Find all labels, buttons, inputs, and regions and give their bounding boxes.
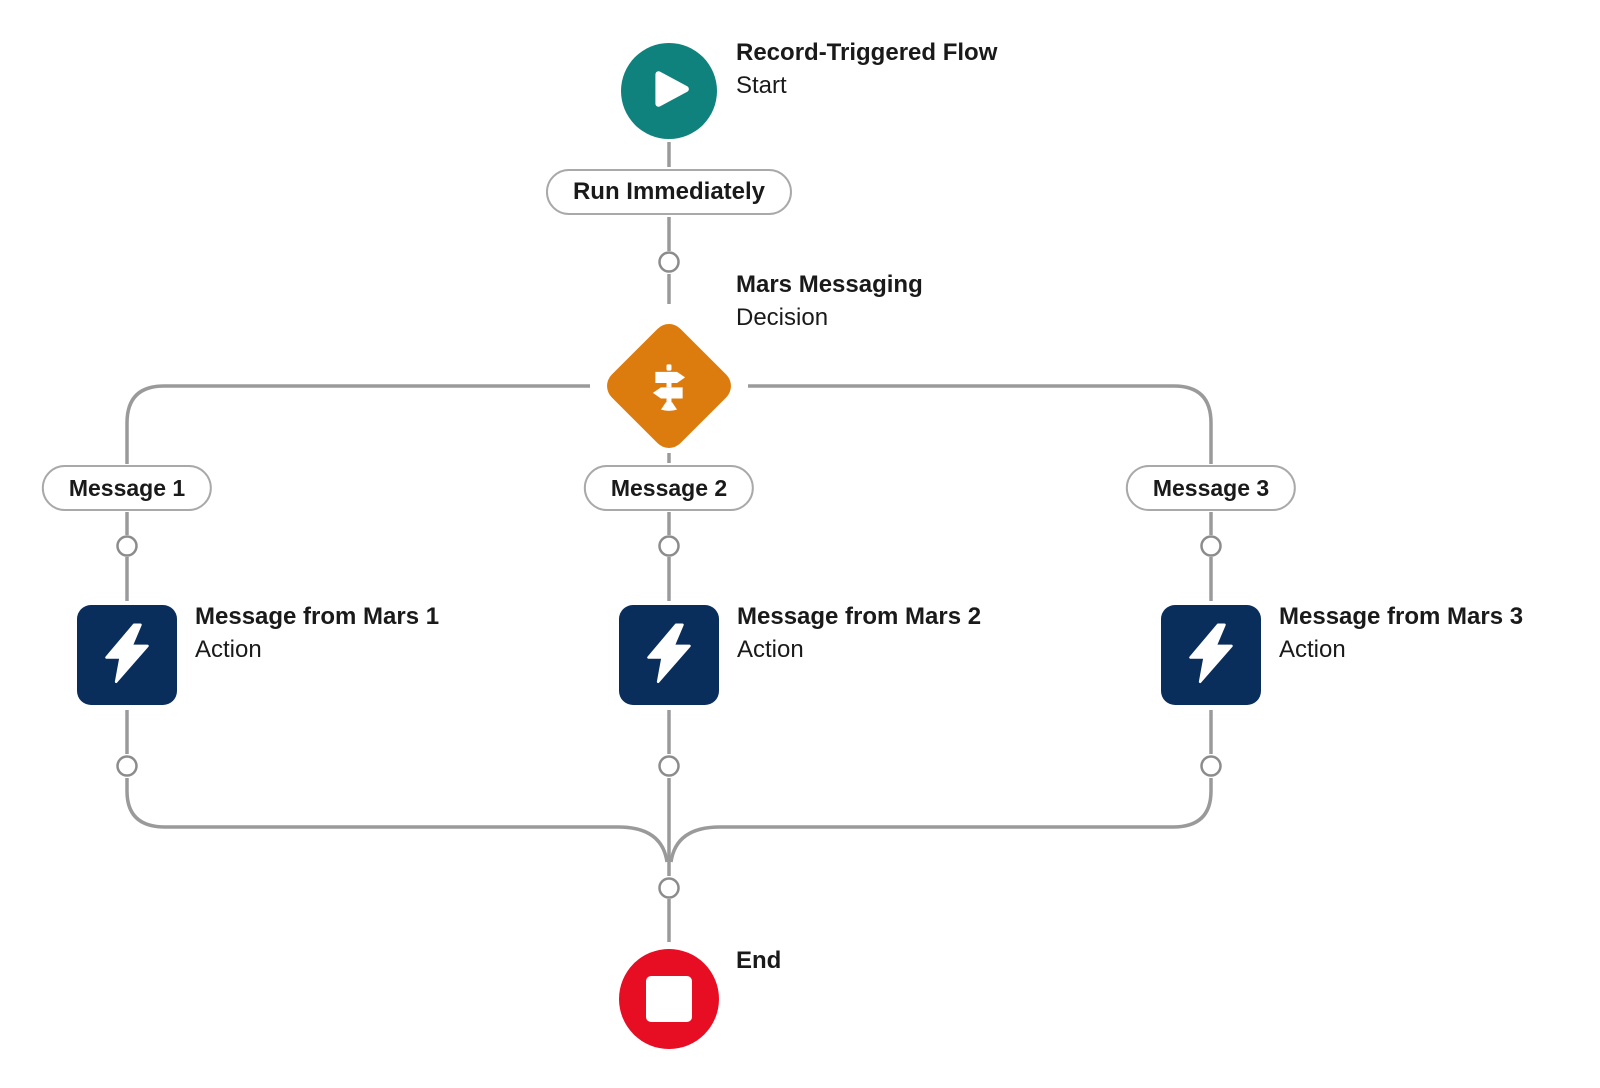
- action-node-message-from-mars-3[interactable]: [1161, 605, 1261, 705]
- start-title: Record-Triggered Flow: [736, 39, 998, 66]
- end-node[interactable]: [619, 949, 719, 1049]
- connector-point[interactable]: [1200, 755, 1222, 777]
- start-node[interactable]: [621, 43, 717, 139]
- end-label: End: [736, 944, 781, 977]
- connector-line: [669, 778, 1213, 863]
- connector-point[interactable]: [658, 877, 680, 899]
- action-subtitle: Action: [1279, 636, 1346, 663]
- action-title: Message from Mars 1: [195, 603, 440, 630]
- branch-pill-message-1: Message 1: [41, 465, 213, 511]
- run-immediately-badge[interactable]: Run Immediately: [545, 169, 793, 215]
- end-title: End: [736, 947, 782, 974]
- action-label: Message from Mars 3 Action: [1279, 600, 1523, 666]
- action-subtitle: Action: [737, 636, 804, 663]
- lightning-icon: [95, 621, 159, 690]
- start-label: Record-Triggered Flow Start: [736, 36, 997, 102]
- connector-line: [748, 384, 1213, 464]
- connector-point[interactable]: [658, 535, 680, 557]
- decision-node[interactable]: [600, 317, 738, 455]
- start-subtitle: Start: [736, 72, 787, 99]
- action-label: Message from Mars 1 Action: [195, 600, 439, 666]
- action-label: Message from Mars 2 Action: [737, 600, 981, 666]
- action-title: Message from Mars 3: [1279, 603, 1524, 630]
- branch-pill-label: Message 1: [68, 474, 186, 501]
- lightning-icon: [1179, 621, 1243, 690]
- branch-pill-label: Message 3: [1152, 474, 1270, 501]
- connector-line: [125, 778, 669, 863]
- action-node-message-from-mars-2[interactable]: [619, 605, 719, 705]
- stop-icon: [646, 976, 692, 1022]
- decision-title: Mars Messaging: [736, 271, 923, 298]
- decision-subtitle: Decision: [736, 304, 829, 331]
- branch-pill-message-3: Message 3: [1125, 465, 1297, 511]
- connector-point[interactable]: [658, 755, 680, 777]
- signpost-icon: [638, 355, 700, 417]
- connector-point[interactable]: [1200, 535, 1222, 557]
- play-icon: [646, 66, 692, 117]
- action-subtitle: Action: [195, 636, 262, 663]
- connector-point[interactable]: [658, 251, 680, 273]
- connector-line: [125, 384, 590, 464]
- lightning-icon: [637, 621, 701, 690]
- connector-point[interactable]: [116, 535, 138, 557]
- branch-pill-message-2: Message 2: [583, 465, 755, 511]
- connector-point[interactable]: [116, 755, 138, 777]
- action-title: Message from Mars 2: [737, 603, 982, 630]
- action-node-message-from-mars-1[interactable]: [77, 605, 177, 705]
- branch-pill-label: Message 2: [610, 474, 728, 501]
- decision-label: Mars Messaging Decision: [736, 268, 923, 334]
- run-immediately-label: Run Immediately: [572, 178, 766, 205]
